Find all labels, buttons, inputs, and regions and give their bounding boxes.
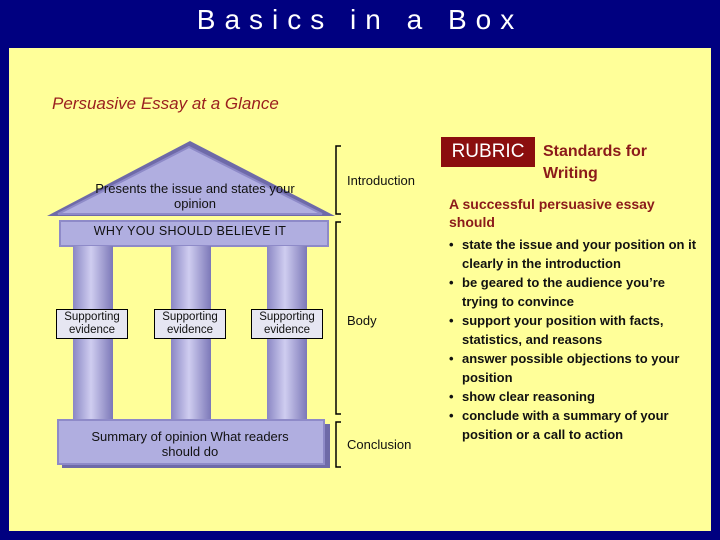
evidence-box-3: Supporting evidence bbox=[251, 309, 323, 339]
list-item: conclude with a summary of your position… bbox=[449, 406, 703, 444]
bracket-body bbox=[335, 221, 341, 415]
pediment-text: Presents the issue and states your opini… bbox=[95, 181, 295, 211]
bracket-introduction bbox=[335, 145, 341, 215]
rubric-lead: A successful persuasive essay should bbox=[449, 196, 655, 230]
base-text: Summary of opinion What readers should d… bbox=[91, 429, 289, 459]
label-introduction: Introduction bbox=[347, 173, 415, 188]
slide-subtitle: Persuasive Essay at a Glance bbox=[52, 94, 279, 113]
list-item: show clear reasoning bbox=[449, 387, 703, 406]
list-item: answer possible objections to your posit… bbox=[449, 349, 703, 387]
slide-title: Basics in a Box bbox=[196, 4, 524, 35]
beam bbox=[59, 220, 329, 247]
criteria-list: state the issue and your position on it … bbox=[449, 235, 703, 444]
bracket-conclusion bbox=[335, 421, 341, 468]
rubric-heading: Standards for Writing bbox=[543, 143, 648, 182]
pediment bbox=[57, 145, 323, 215]
list-item: state the issue and your position on it … bbox=[449, 235, 703, 273]
rubric-badge: RUBRIC bbox=[441, 137, 535, 167]
list-item: be geared to the audience you’re trying … bbox=[449, 273, 703, 311]
beam-text: WHY YOU SHOULD BELIEVE IT bbox=[93, 224, 287, 238]
base bbox=[57, 419, 325, 465]
evidence-box-1: Supporting evidence bbox=[56, 309, 128, 339]
evidence-box-2: Supporting evidence bbox=[154, 309, 226, 339]
list-item: support your position with facts, statis… bbox=[449, 311, 703, 349]
label-conclusion: Conclusion bbox=[347, 437, 412, 452]
label-body: Body bbox=[347, 313, 377, 328]
